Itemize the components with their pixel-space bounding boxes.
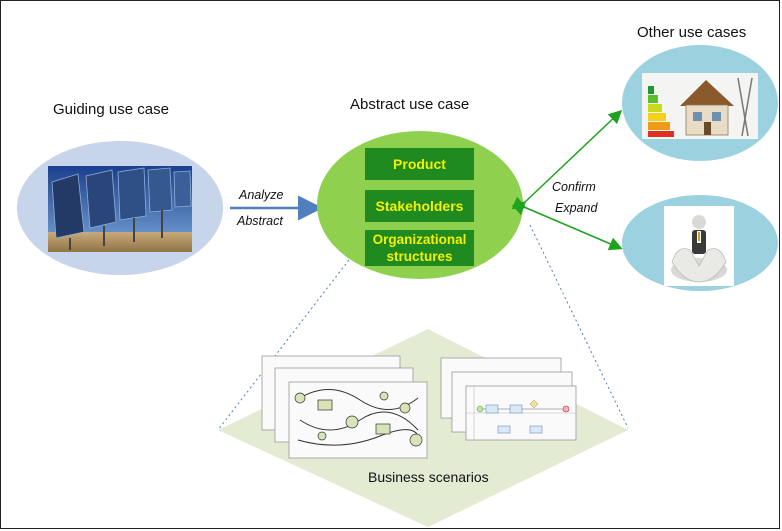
stakeholders-box: Stakeholders <box>365 190 474 222</box>
process-diagram-stack-left <box>261 355 428 459</box>
analyze-label: Analyze <box>239 188 284 202</box>
confirm-label: Confirm <box>552 180 596 194</box>
business-scenarios-label: Business scenarios <box>368 469 489 485</box>
organizational-structures-box: Organizational structures <box>365 230 474 266</box>
abstract-use-case-label: Abstract use case <box>350 96 470 113</box>
person-egg-image <box>664 206 734 286</box>
house-energy-image <box>642 73 758 139</box>
abstract-verb-label: Abstract <box>237 214 283 228</box>
expand-arrow <box>511 196 623 251</box>
product-box-label: Product <box>393 156 446 172</box>
org-box-line2: structures <box>386 249 453 264</box>
other-use-cases-label: Other use cases <box>637 24 747 41</box>
confirm-arrow <box>511 109 623 216</box>
expand-label: Expand <box>555 201 598 215</box>
stakeholders-box-label: Stakeholders <box>375 198 464 214</box>
org-box-line1: Organizational <box>372 232 467 247</box>
product-box: Product <box>365 148 474 180</box>
guiding-use-case-label: Guiding use case <box>53 101 169 118</box>
process-diagram-stack-right <box>440 357 577 441</box>
solar-panel-image <box>48 166 192 252</box>
